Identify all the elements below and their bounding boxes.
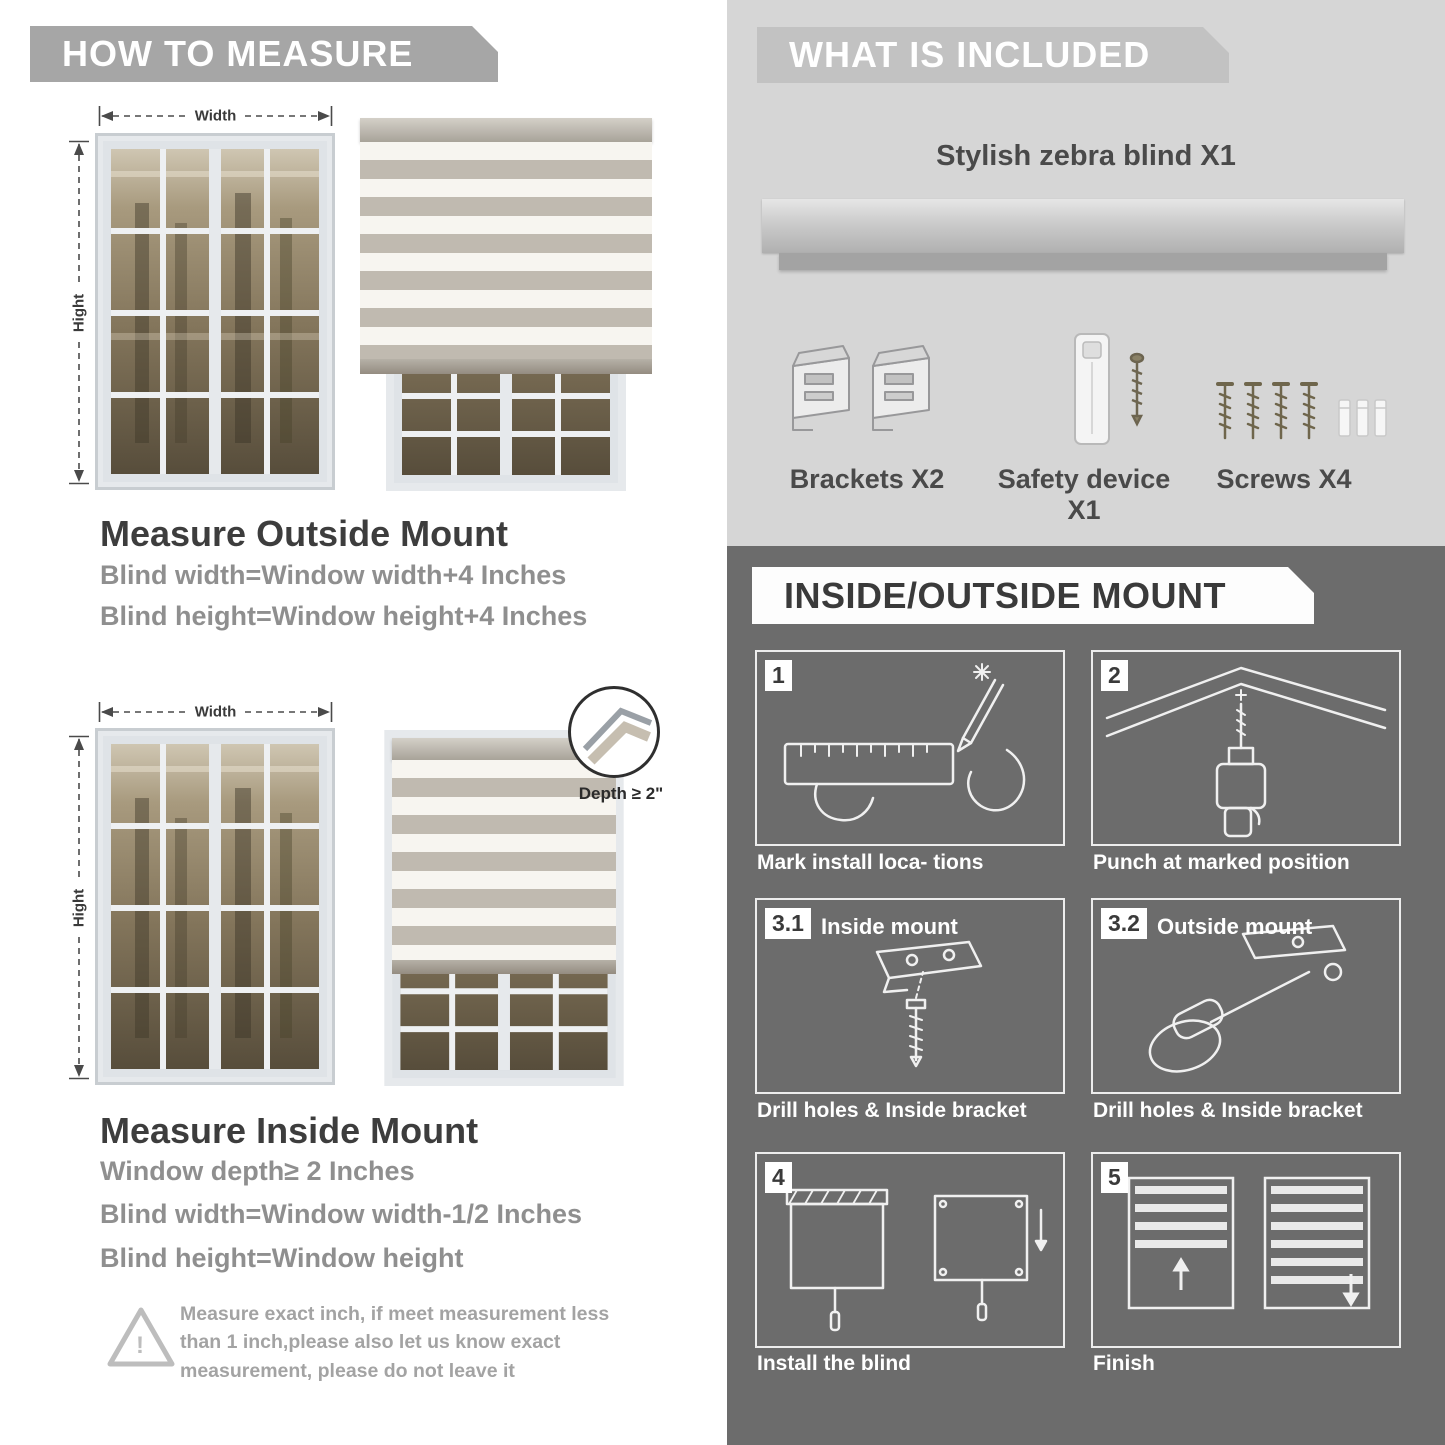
product-title: Stylish zebra blind X1 [936,140,1236,172]
blind-stripes [392,760,616,960]
step-2-caption: Punch at marked position [1093,851,1350,874]
depth-callout-circle [568,686,660,778]
step-number: 2 [1101,660,1128,691]
height-arrow: Hight [66,735,92,1080]
screws-label: Screws X4 [1216,464,1352,494]
brackets-icon [792,345,930,431]
step-2-box: 2 [1091,650,1401,846]
mark-location-icon [783,663,1026,822]
step-4-caption: Install the blind [757,1352,912,1375]
step-1-box: 1 [755,650,1065,846]
step-3-1-caption: Drill holes & Inside bracket [757,1099,1027,1122]
width-arrow: Width [98,699,333,725]
width-label: Width [186,703,245,721]
screws-icon [1216,382,1387,440]
install-blind-icon [785,1188,1048,1332]
mount-header: INSIDE/OUTSIDE MOUNT [752,567,1314,624]
blind-cassette [392,738,616,760]
step-3-2-box: 3.2 Outside mount [1091,898,1401,1094]
how-to-measure-title: HOW TO MEASURE [62,33,414,74]
what-is-included-section: WHAT IS INCLUDED Stylish zebra blind X1 [727,0,1445,546]
outside-mount-title: Measure Outside Mount [100,513,509,554]
mount-header-title: INSIDE/OUTSIDE MOUNT [784,574,1227,616]
step-title: Outside mount [1157,914,1313,939]
inside-formula-height: Blind height=Window height [100,1243,464,1273]
step-number: 4 [765,1162,792,1193]
how-to-measure-header: HOW TO MEASURE [30,26,498,82]
outside-mount-blind-illustration [360,118,652,492]
what-is-included-title: WHAT IS INCLUDED [789,34,1151,75]
outside-formula-height: Blind height=Window height+4 Inches [100,601,588,631]
step-number: 1 [765,660,792,691]
blind-bottom-rail [392,960,616,974]
depth-label: Depth ≥ 2" [578,784,664,803]
step-4-box: 4 [755,1152,1065,1348]
step-1-caption: Mark install loca- tions [757,851,984,874]
blind-bottom-rail [360,359,652,374]
zebra-blind-outside [360,118,652,374]
finish-icon [1127,1176,1371,1310]
step-number: 3.2 [1101,908,1147,939]
step-title: Inside mount [821,914,958,939]
inside-bracket-icon [875,940,983,1068]
width-arrow: Width [98,103,333,129]
step-5-caption: Finish [1093,1352,1155,1375]
brackets-label: Brackets X2 [789,464,945,494]
warning-exclamation: ! [136,1332,144,1359]
step-number: 5 [1101,1162,1128,1193]
zebra-blind-inside [392,738,616,974]
inside-formula-depth: Window depth≥ 2 Inches [100,1156,415,1186]
safety-device-label: Safety device X1 [997,464,1171,525]
step-3-2-caption: Drill holes & Inside bracket [1093,1099,1363,1122]
blind-cassette [360,118,652,142]
drill-icon [1105,666,1387,838]
window-illustration-outside [95,133,335,490]
inside-formula-width: Blind width=Window width-1/2 Inches [100,1199,583,1229]
outside-bracket-icon [1148,924,1347,1073]
step-number: 3.1 [765,908,811,939]
corner-zoom-icon [582,707,653,765]
window-illustration-inside [95,728,335,1085]
step-5-box: 5 [1091,1152,1401,1348]
measure-note: Measure exact inch, if meet measurement … [180,1303,610,1382]
height-label: Hight [70,880,88,935]
height-arrow: Hight [66,140,92,485]
headrail-bottom-illustration [779,253,1387,270]
width-label: Width [186,107,245,125]
inside-mount-blind-illustration [378,722,630,1088]
step-3-1-box: 3.1 Inside mount [755,898,1065,1094]
headrail-illustration [762,199,1404,253]
outside-formula-width: Blind width=Window width+4 Inches [100,560,567,590]
inside-mount-title: Measure Inside Mount [100,1110,479,1151]
what-is-included-header: WHAT IS INCLUDED [757,27,1229,83]
height-label: Hight [70,285,88,340]
safety-device-icon [1074,333,1145,445]
blind-stripes [360,142,652,359]
warning-icon: ! [103,1302,179,1374]
mount-instructions-section: INSIDE/OUTSIDE MOUNT [727,546,1445,1445]
